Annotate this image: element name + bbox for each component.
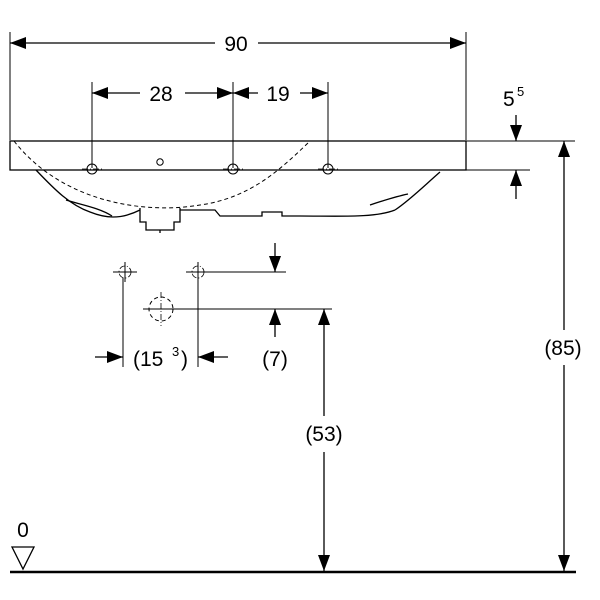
spacing-arrow-left [107, 351, 123, 363]
bowl-hidden-line [13, 140, 311, 209]
rim-arrow-bottom [510, 170, 522, 186]
tap-hole-left [82, 163, 102, 175]
tap-right-arrow-start [233, 87, 249, 99]
width-dimension: 90 [9, 32, 467, 140]
offset-arrow-top [269, 256, 281, 272]
overflow-hole [156, 158, 164, 166]
rim-height-arrow-top [558, 141, 570, 157]
spacing-label: (15 [133, 348, 163, 371]
rim-thickness-dimension: 5 5 [466, 84, 575, 199]
waste-point [143, 292, 332, 326]
rim-height-dimension: (85) [544, 141, 582, 571]
rim-arrow-top [510, 125, 522, 141]
spacing-sup: 3 [172, 344, 179, 359]
spacing-arrow-right [198, 351, 214, 363]
waste-outlet [139, 208, 181, 231]
tap-left-arrow-end [217, 87, 233, 99]
tap-left-arrow-start [92, 87, 108, 99]
bowl-inner-right [369, 193, 409, 206]
waste-height-arrow-bottom [318, 555, 330, 571]
supply-point-left [113, 262, 137, 282]
waste-height-arrow-top [318, 309, 330, 325]
rim-thickness-sup: 5 [517, 84, 524, 99]
rim-height-arrow-bottom [558, 555, 570, 571]
offset-arrow-bottom [269, 309, 281, 325]
tap-right-arrow-end [312, 87, 328, 99]
floor-level-label: 0 [17, 519, 29, 542]
tap-hole-center [223, 163, 243, 175]
bowl-outline-right [394, 171, 441, 211]
waste-position-group: (15 3 ) (7) [95, 243, 332, 371]
offset-label: (7) [262, 348, 288, 371]
spacing-close: ) [181, 348, 188, 371]
bowl-bottom-right [180, 209, 396, 217]
tap-left-label: 28 [149, 83, 172, 106]
basin-rim [9, 140, 467, 171]
bowl-outline-left [35, 169, 141, 218]
tap-hole-dimension: 28 19 [91, 82, 329, 168]
floor-level: 0 [10, 519, 576, 574]
supply-point-right [186, 262, 286, 282]
waste-height-dimension: (53) [305, 309, 343, 571]
tap-hole-right [318, 163, 338, 175]
rim-height-label: (85) [544, 337, 581, 360]
bowl-inner-left [65, 199, 113, 217]
basin-body [9, 140, 467, 233]
width-arrow-left [10, 37, 26, 49]
rim-thickness-label: 5 [503, 88, 515, 111]
width-arrow-right [450, 37, 466, 49]
waste-height-label: (53) [305, 423, 342, 446]
tap-right-label: 19 [266, 83, 289, 106]
width-label: 90 [224, 33, 247, 56]
floor-level-triangle-icon [10, 546, 36, 571]
